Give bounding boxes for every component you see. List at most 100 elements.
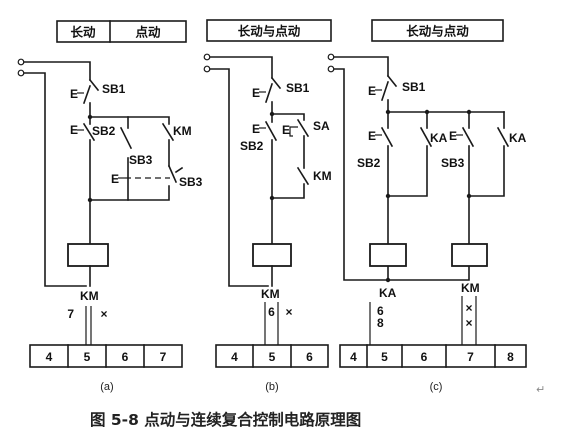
header-a-left: 长动 [70,25,96,40]
km-a-contact-label: KM [173,124,192,138]
supply-terminal-c2 [327,65,335,73]
sb1-c-label: SB1 [402,80,426,94]
wire-c-supply-top [333,56,389,77]
ka-c-coil [369,243,407,267]
header-b-box [206,19,332,42]
km-b-contact-blade [296,166,310,186]
header-a-box [56,20,187,43]
table-c [339,344,527,368]
sb3-c-blade [461,126,475,148]
circuit-b: 长动与点动 E SB1 E SB2 E SA KM K [203,19,332,393]
header-c: 长动与点动 [406,24,469,39]
junction-c-return [385,277,391,283]
return-mark: ↵ [536,383,545,396]
table-b-cell: 6 [306,350,313,364]
sb2-a-e: E [70,123,78,137]
km-c-cross-1: × [465,301,472,315]
sa-b-blade [296,118,310,138]
table-c-cell: 7 [467,350,474,364]
ka-c-mark-6: 6 [377,304,384,318]
km-c-coil-label: KM [461,281,480,295]
table-a-cell: 7 [160,350,167,364]
sb3-a-label: SB3 [129,153,153,167]
sb3-a-no-tick [174,166,184,174]
sb1-c-blade [380,80,390,102]
ka2-c-blade [496,126,510,148]
sublabel-b: (b) [265,381,278,393]
table-b-cell: 4 [231,350,238,364]
ka2-c-label: KA [509,131,527,145]
sb3-a-e: E [111,172,119,186]
wire-b-sa-top [271,113,305,121]
supply-terminal-a1 [17,58,25,66]
header-a-right: 点动 [135,25,161,40]
sb3-a-no-blade [167,164,178,184]
wire-a-supply-return [23,72,87,287]
sb1-a-tick [88,78,100,92]
sa-b-e: E [282,123,290,137]
km-a-position-bars [85,306,92,345]
km-c-position-bars [461,296,477,345]
table-c-cell: 8 [507,350,514,364]
sa-b-label: SA [313,119,330,133]
wire-c-supply-return [333,68,470,281]
km-c-coil [451,243,488,267]
km-b-position-mark: 6 [268,305,275,319]
sb1-c-e: E [368,84,376,98]
km-a-position-mark: 7 [67,307,74,321]
junction-c-left-bottom [385,193,391,199]
km-a-coil-label: KM [80,289,99,303]
wire-b-supply-top [209,56,273,79]
table-a-cell: 4 [46,350,53,364]
sb3-a-nc-blade [119,126,133,150]
km-b-position-bars [264,302,279,345]
sb2-b-label: SB2 [240,139,264,153]
supply-terminal-b1 [203,53,211,61]
table-a-cell: 6 [122,350,129,364]
km-a-contact-blade [161,122,175,142]
supply-terminal-c1 [327,53,335,61]
km-b-coil-label: KM [261,287,280,301]
sublabel-a: (a) [100,381,113,393]
wire-c-ka2-out [468,145,505,197]
wire-a-km-top [89,116,170,125]
wire-b-supply-return [209,68,269,287]
circuit-a: 长动 点动 E SB1 E SB2 KM SB3 SB [17,20,203,393]
sb2-c-label: SB2 [357,156,381,170]
sb2-b-e: E [252,122,260,136]
km-a-cross: × [100,307,107,321]
table-c-cell: 4 [350,350,357,364]
sb1-a-e: E [70,87,78,101]
km-c-cross-2: × [465,316,472,330]
wire-b-bottom-join [271,183,305,199]
table-a-cell: 5 [84,350,91,364]
junction-c-right-bottom [466,193,472,199]
ka-c-coil-label: KA [379,286,397,300]
circuit-c: 长动与点动 E SB1 E SB2 KA E SB3 [327,19,527,393]
km-b-contact-label: KM [313,169,332,183]
sb1-a-label: SB1 [102,82,126,96]
sb2-c-e: E [368,129,376,143]
wire-a-supply-top [23,61,91,81]
sb1-c-tick [386,74,398,88]
header-b: 长动与点动 [238,24,301,39]
sb3-c-label: SB3 [441,156,465,170]
table-b [215,344,329,368]
sa-b-actuator [289,126,298,137]
ka1-c-label: KA [430,131,448,145]
km-b-coil [252,243,292,267]
sb1-b-blade [264,82,274,104]
sb1-a-blade [82,84,92,105]
table-c-cell: 6 [421,350,428,364]
sb1-b-tick [270,76,282,90]
figure-caption: 图 5-8 点动与连续复合控制电路原理图 [90,410,361,429]
km-a-coil [67,243,109,267]
sb1-b-e: E [252,86,260,100]
sb3-c-e: E [449,129,457,143]
table-b-cell: 5 [269,350,276,364]
supply-terminal-b2 [203,65,211,73]
sb2-a-label: SB2 [92,124,116,138]
ka1-c-blade [419,126,433,148]
sb1-b-label: SB1 [286,81,310,95]
